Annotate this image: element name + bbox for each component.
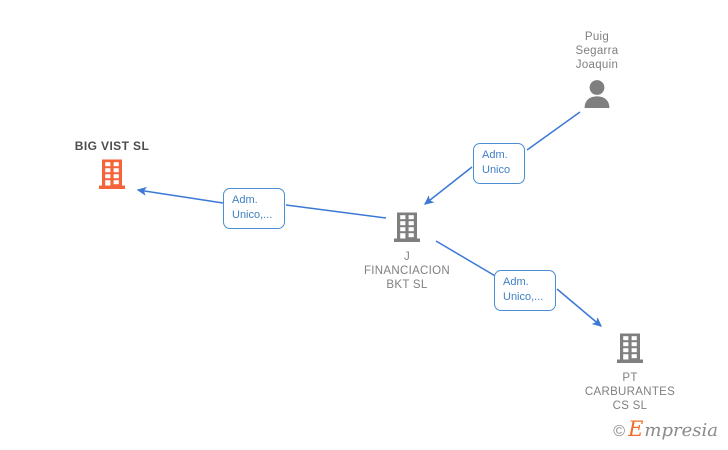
relation-label-carburantes[interactable]: Adm. Unico,... (494, 270, 556, 311)
edge-puig-to-relation-unico (526, 111, 581, 151)
node-puig-segarra-joaquin[interactable]: Puig Segarra Joaquin (527, 30, 667, 113)
node-big-vist[interactable]: BIG VIST SL (42, 139, 182, 194)
person-icon (580, 78, 614, 113)
edge-j-financiacion-to-big-vist (136, 186, 224, 204)
edge-j-financiacion-to-relation-bigvist (285, 204, 387, 219)
node-j-financiacion[interactable]: J FINANCIACION BKT SL (337, 212, 477, 292)
node-pt-carburantes[interactable]: PT CARBURANTES CS SL (560, 333, 700, 413)
empresia-watermark: © E mpresia (613, 419, 718, 441)
edge-relation-carburantes-to-pt (556, 288, 603, 327)
building-icon (99, 159, 125, 194)
node-pt-carburantes-label: PT CARBURANTES CS SL (584, 372, 676, 412)
edge-relation-unico-to-j-financiacion (423, 166, 473, 205)
relation-label-puig-unico[interactable]: Adm. Unico (473, 143, 525, 184)
building-icon (617, 333, 643, 368)
node-big-vist-label: BIG VIST SL (74, 139, 150, 153)
copyright-icon: © (613, 423, 626, 440)
relation-label-big-vist[interactable]: Adm. Unico,... (223, 188, 285, 229)
brand-initial: E (628, 417, 644, 441)
node-j-financiacion-label: J FINANCIACION BKT SL (363, 251, 451, 291)
brand-name: mpresia (644, 420, 718, 441)
node-puig-segarra-joaquin-label: Puig Segarra Joaquin (575, 31, 619, 71)
building-icon (394, 212, 420, 247)
edge-j-financiacion-to-relation-carburantes (435, 240, 498, 278)
